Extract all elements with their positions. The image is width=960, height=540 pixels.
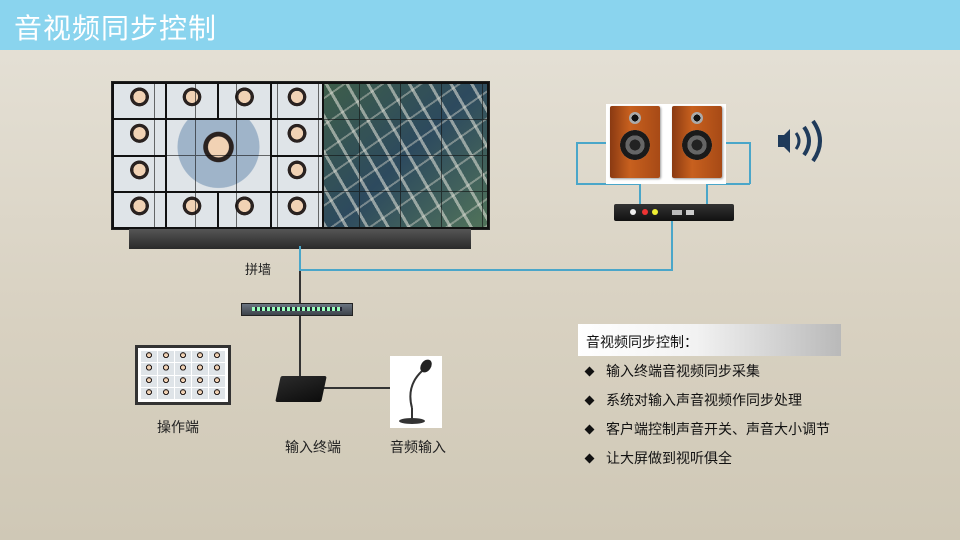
network-switch-icon: [241, 303, 353, 316]
header-bar: 音视频同步控制: [0, 0, 960, 50]
network-cable: [299, 271, 301, 303]
network-cable: [299, 314, 301, 378]
video-wall-bezels: [114, 84, 487, 227]
connector-line: [639, 183, 641, 205]
diamond-bullet-icon: [584, 395, 595, 406]
diamond-bullet-icon: [584, 424, 595, 435]
microphone-icon: [399, 359, 432, 424]
set-top-box-icon: [614, 204, 734, 221]
monitor-icon: [135, 345, 231, 405]
connector-line: [706, 183, 750, 185]
encoder-label: 输入终端: [285, 440, 341, 456]
diamond-bullet-icon: [584, 453, 595, 464]
feature-list: 输入终端音视频同步采集 系统对输入声音视频作同步处理 客户端控制声音开关、声音大…: [584, 360, 830, 476]
feature-heading-box: 音视频同步控制：: [578, 324, 841, 356]
operator-label: 操作端: [157, 420, 199, 436]
speaker-icon: [672, 106, 722, 178]
connector-line: [749, 142, 751, 184]
connector-line: [671, 221, 673, 271]
microphone-frame: [390, 356, 442, 428]
wall-label: 拼墙: [245, 263, 272, 278]
encoder-box-icon: [275, 376, 327, 402]
sound-wave-icon: [778, 119, 822, 163]
connector-line: [299, 246, 301, 270]
feature-heading: 音视频同步控制：: [586, 335, 698, 351]
video-wall-icon: [111, 81, 490, 230]
diamond-bullet-icon: [584, 366, 595, 377]
list-item: 系统对输入声音视频作同步处理: [584, 389, 830, 418]
list-item: 客户端控制声音开关、声音大小调节: [584, 418, 830, 447]
page-title: 音视频同步控制: [14, 12, 218, 45]
connector-line: [576, 142, 578, 184]
connector-line: [576, 142, 608, 144]
video-wall-base: [129, 229, 471, 249]
connector-line: [299, 269, 672, 271]
audio-cable: [324, 387, 390, 389]
connector-line: [706, 183, 708, 205]
audio-input-label: 音频输入: [390, 440, 446, 456]
list-item: 让大屏做到视听俱全: [584, 447, 830, 476]
list-item: 输入终端音视频同步采集: [584, 360, 830, 389]
connector-line: [722, 142, 750, 144]
connector-line: [576, 183, 640, 185]
speaker-icon: [610, 106, 660, 178]
